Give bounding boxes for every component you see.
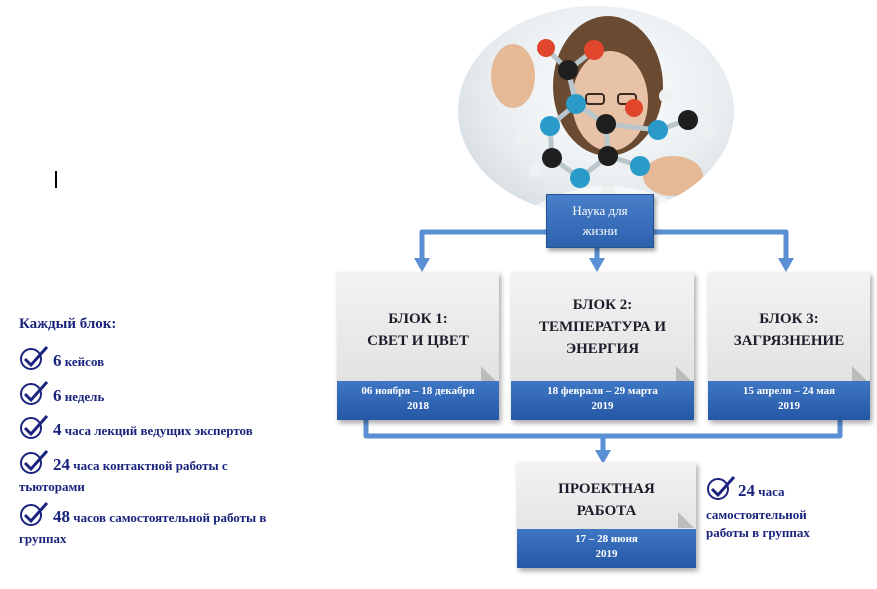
project-year: 2019 — [595, 548, 618, 560]
title-box: Наука для жизни — [546, 194, 654, 248]
list-item-text-line-2: тьюторами — [19, 479, 85, 494]
list-item-number: 6 — [53, 351, 62, 370]
checkmark-icon — [19, 414, 49, 444]
block-2-title-line-3: ЭНЕРГИЯ — [565, 341, 640, 357]
project-self-work-note: 24 часа самостоятельной работы в группах — [706, 475, 876, 542]
block-3-date-range: 15 апреля – 24 мая — [742, 385, 836, 397]
list-item-number: 6 — [53, 386, 62, 405]
list-item-groups: 48 часов самостоятельной работы в группа… — [19, 501, 266, 547]
list-item-number: 48 — [53, 507, 70, 526]
block-3-year: 2019 — [778, 400, 800, 412]
title-line-1: Наука для — [572, 203, 628, 218]
checkmark-icon — [19, 345, 49, 375]
checkmark-icon — [19, 380, 49, 410]
block-3-title: БЛОК 3: ЗАГРЯЗНЕНИЕ — [708, 308, 870, 352]
list-item-lectures: 4 часа лекций ведущих экспертов — [19, 414, 253, 444]
block-1-date-range: 06 ноября – 18 декабря — [361, 385, 475, 397]
list-item-cases: 6 кейсов — [19, 345, 104, 375]
list-item-tutors: 24 часа контактной работы с тьюторами — [19, 449, 228, 495]
note-number: 24 — [738, 481, 755, 500]
block-1-dates: 06 ноября – 18 декабря 2018 — [337, 381, 499, 420]
list-item-weeks: 6 недель — [19, 380, 104, 410]
block-2-dates: 18 февраля – 29 марта 2019 — [511, 381, 694, 420]
block-3-fold — [852, 366, 868, 382]
project-dates: 17 – 28 июня 2019 — [517, 529, 696, 568]
block-2-title: БЛОК 2: ТЕМПЕРАТУРА И ЭНЕРГИЯ — [511, 294, 694, 360]
block-2-fold — [676, 366, 692, 382]
list-title: Каждый блок: — [19, 316, 117, 332]
block-3-dates: 15 апреля – 24 мая 2019 — [708, 381, 870, 420]
project-title-line-1: ПРОЕКТНАЯ — [558, 481, 655, 497]
block-2-title-line-2: ТЕМПЕРАТУРА И — [538, 319, 667, 335]
block-3-title-line-2: ЗАГРЯЗНЕНИЕ — [733, 333, 845, 349]
project-date-range: 17 – 28 июня — [575, 533, 638, 545]
project-card: ПРОЕКТНАЯ РАБОТА 17 – 28 июня 2019 — [517, 462, 696, 568]
list-item-text-line-2: группах — [19, 531, 67, 546]
list-item-text: часа лекций ведущих экспертов — [61, 423, 253, 438]
note-line-2: самостоятельной — [706, 507, 807, 522]
project-fold — [678, 512, 694, 528]
block-1-card: БЛОК 1: СВЕТ И ЦВЕТ 06 ноября – 18 декаб… — [337, 272, 499, 420]
block-3-card: БЛОК 3: ЗАГРЯЗНЕНИЕ 15 апреля – 24 мая 2… — [708, 272, 870, 420]
block-2-year: 2019 — [591, 400, 614, 412]
list-item-text: часа контактной работы с — [70, 458, 228, 473]
list-item-text: кейсов — [61, 354, 105, 369]
molecule-illustration — [491, 16, 715, 216]
project-title: ПРОЕКТНАЯ РАБОТА — [517, 478, 696, 522]
block-2-date-range: 18 февраля – 29 марта — [547, 385, 658, 397]
block-1-title-line-2: СВЕТ И ЦВЕТ — [367, 333, 469, 349]
project-title-line-2: РАБОТА — [576, 503, 637, 519]
block-2-title-line-1: БЛОК 2: — [572, 297, 633, 313]
connector-to-block3 — [649, 229, 789, 263]
title-line-2: жизни — [582, 223, 618, 238]
note-text: часа — [755, 484, 785, 499]
list-item-number: 4 — [53, 420, 62, 439]
list-item-text: часов самостоятельной работы в — [70, 510, 267, 525]
block-2-card: БЛОК 2: ТЕМПЕРАТУРА И ЭНЕРГИЯ 18 февраля… — [511, 272, 694, 420]
checkmark-icon — [19, 501, 49, 531]
text-cursor — [55, 171, 57, 188]
checkmark-icon — [19, 449, 49, 479]
list-item-text: недель — [61, 389, 105, 404]
list-item-number: 24 — [53, 455, 70, 474]
block-1-title: БЛОК 1: СВЕТ И ЦВЕТ — [337, 308, 499, 352]
connector-to-block1 — [419, 229, 549, 263]
block-1-year: 2018 — [407, 400, 429, 412]
block-1-title-line-1: БЛОК 1: — [388, 311, 448, 327]
block-3-title-line-1: БЛОК 3: — [759, 311, 819, 327]
note-line-3: работы в группах — [706, 525, 810, 540]
block-1-fold — [481, 366, 497, 382]
checkmark-icon — [706, 475, 736, 506]
scientist-photo — [458, 6, 734, 216]
